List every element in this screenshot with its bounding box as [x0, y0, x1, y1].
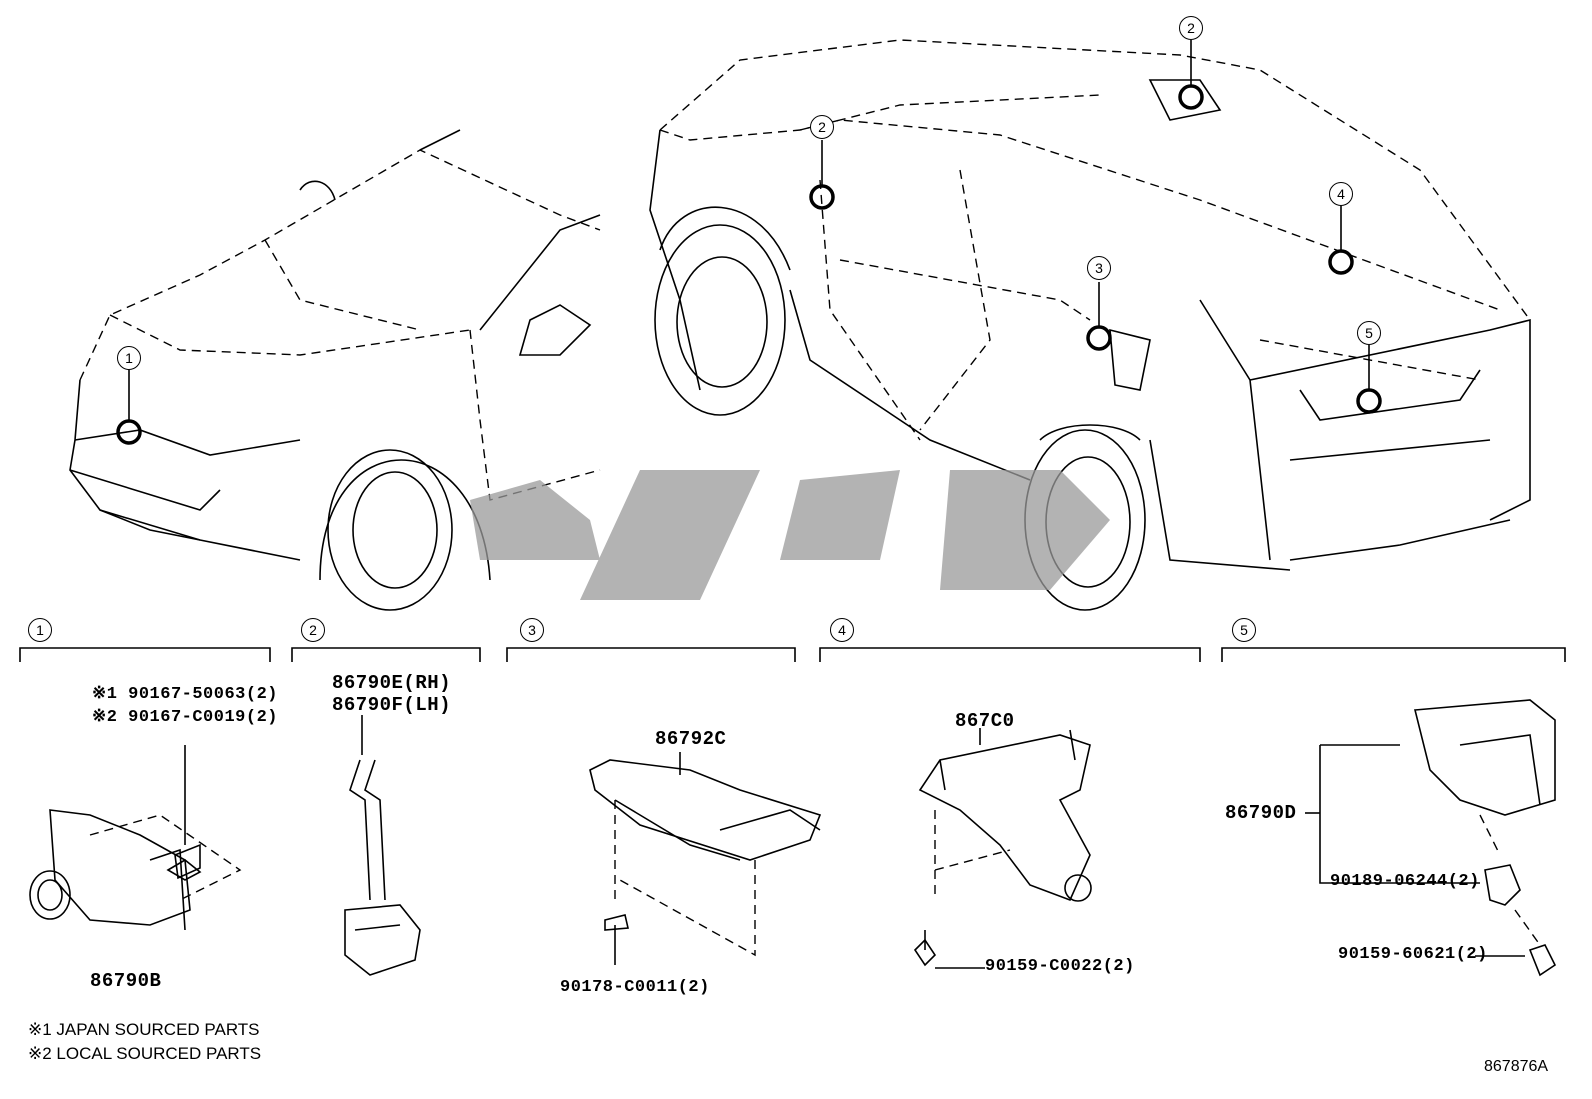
- section-dividers: [19, 647, 1566, 662]
- rear-vehicle-drawing: [649, 39, 1531, 611]
- part-label-867C0: 867C0: [955, 710, 1015, 732]
- part-label-90189-06244: 90189-06244(2): [1330, 872, 1480, 891]
- part-label-90159-60621: 90159-60621(2): [1338, 945, 1488, 964]
- part-label-86790E: 86790E(RH): [332, 672, 452, 694]
- part-label-86792C: 86792C: [655, 728, 727, 750]
- section-3-number: 3: [520, 618, 544, 642]
- part-5-camera: [1305, 699, 1557, 977]
- section-5-number: 5: [1232, 618, 1256, 642]
- part-4-radar: [913, 728, 1092, 969]
- part-1-camera: [29, 745, 242, 931]
- callout-5-tailgate: 5: [1357, 321, 1381, 345]
- note-local-sourced: ※2 LOCAL SOURCED PARTS: [28, 1044, 262, 1063]
- callout-4-rear-glass: 4: [1329, 182, 1353, 206]
- part-label-90178-C0011: 90178-C0011(2): [560, 978, 710, 997]
- note-japan-sourced: ※1 JAPAN SOURCED PARTS: [28, 1020, 260, 1039]
- section-2-number: 2: [301, 618, 325, 642]
- part-label-90167-50063: ※1 90167-50063(2): [92, 685, 278, 704]
- part-label-90167-C0019: ※2 90167-C0019(2): [92, 708, 278, 727]
- part-label-86790D: 86790D: [1225, 802, 1297, 824]
- watermark: [470, 470, 1110, 600]
- figure-id: 867876A: [1484, 1058, 1549, 1075]
- part-label-86790F: 86790F(LH): [332, 694, 452, 716]
- section-4-number: 4: [830, 618, 854, 642]
- callout-2-left-mirror: 2: [810, 115, 834, 139]
- callout-1-front: 1: [117, 346, 141, 370]
- part-label-90159-C0022: 90159-C0022(2): [985, 957, 1135, 976]
- callout-2-right-mirror: 2: [1179, 16, 1203, 40]
- section-1-number: 1: [28, 618, 52, 642]
- callout-3-interior: 3: [1087, 256, 1111, 280]
- part-label-86790B: 86790B: [90, 970, 162, 992]
- part-2-side-camera: [344, 715, 421, 976]
- part-3-bracket: [589, 752, 822, 965]
